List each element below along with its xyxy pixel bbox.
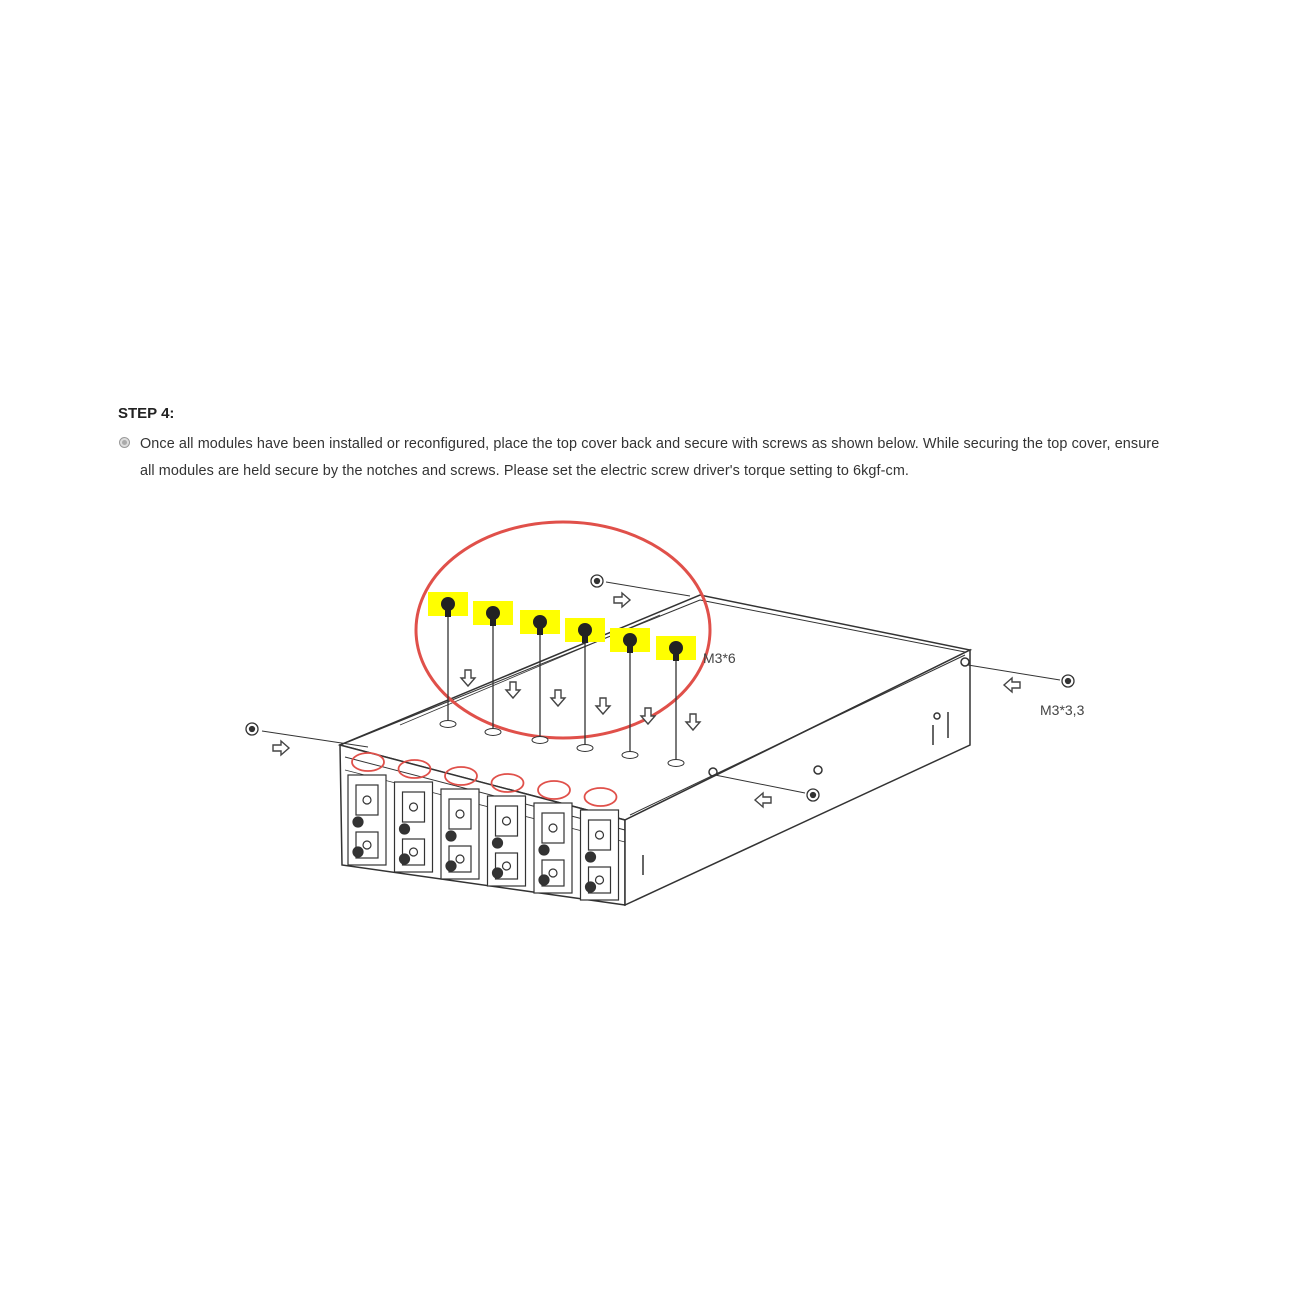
screw-label-side: M3*3,3 [1040, 702, 1085, 718]
fiber-module [486, 773, 527, 887]
arrow-icon [639, 707, 657, 726]
screw-icon [486, 606, 500, 620]
fiber-module [440, 766, 480, 880]
notch-callout [583, 787, 618, 807]
arrow-icon [459, 669, 477, 688]
fiber-module [579, 787, 620, 901]
notch-callout [351, 752, 385, 772]
callout-circle [414, 520, 712, 740]
screw-icon [533, 615, 547, 629]
step-title: STEP 4: [118, 405, 175, 422]
arrow-icon [684, 713, 702, 732]
arrow-icon [1002, 676, 1021, 694]
bullet-icon [119, 437, 130, 448]
arrow-icon [504, 681, 522, 700]
fiber-module [347, 752, 387, 866]
arrow-icon [272, 739, 291, 757]
fiber-module [533, 780, 573, 894]
notch-callout [490, 773, 525, 793]
top-screw [610, 628, 650, 759]
side-screws [245, 574, 1075, 802]
notch-callout [397, 759, 432, 779]
side-details [642, 657, 970, 875]
notch-callout [537, 780, 571, 800]
top-screw [473, 601, 513, 736]
fiber-module [393, 759, 434, 873]
top-screws [428, 592, 696, 767]
screw-icon [441, 597, 455, 611]
arrows [272, 591, 1021, 809]
front-modules [347, 752, 620, 901]
arrow-icon [594, 697, 612, 716]
step-instructions: Once all modules have been installed or … [140, 436, 1160, 479]
top-screw [520, 610, 560, 744]
chassis [337, 594, 973, 907]
screw-icon [669, 641, 683, 655]
screw-label-top: M3*6 [703, 650, 736, 666]
top-screw [565, 618, 605, 752]
arrow-icon [549, 689, 567, 708]
notch-callout [444, 766, 478, 786]
top-screw [656, 636, 696, 767]
top-screw [428, 592, 468, 728]
chassis-side-face [624, 648, 971, 907]
arrow-icon [753, 791, 772, 809]
arrow-icon [613, 591, 632, 609]
screw-icon [578, 623, 592, 637]
screw-icon [623, 633, 637, 647]
